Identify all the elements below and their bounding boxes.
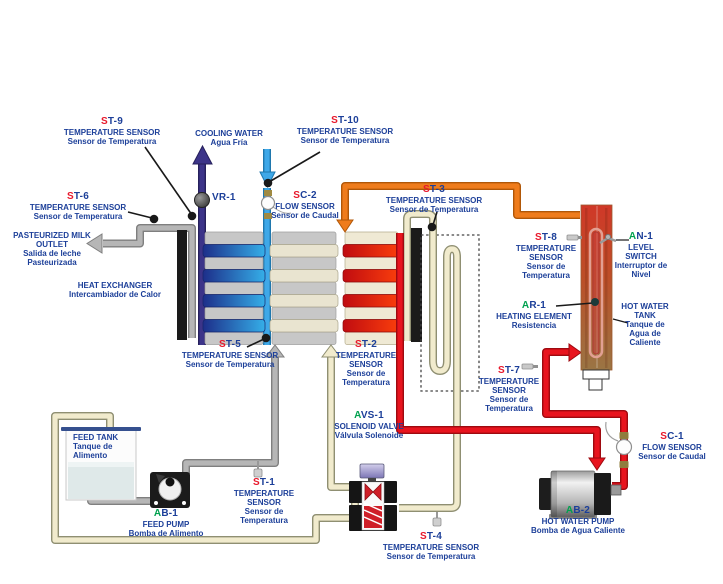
temperature-probe-st4-icon — [432, 512, 442, 527]
heat-exchanger-cooling-section — [202, 231, 266, 345]
temperature-probe-st8-icon — [566, 234, 582, 241]
st5-sensor-dot — [261, 333, 271, 343]
heating-element-graphic — [588, 227, 604, 359]
milk-outlet-arrow — [86, 233, 103, 254]
hot-water-pipe — [396, 233, 628, 490]
callouts — [127, 146, 629, 348]
feed-tank-graphic — [61, 427, 141, 501]
exchanger-end-plates — [177, 228, 422, 342]
st10-sensor-dot — [263, 178, 273, 188]
hot-water-pump-graphic — [539, 470, 622, 519]
level-switch-an1-icon — [599, 234, 617, 245]
heat-exchanger-regeneration-section — [269, 231, 339, 345]
heat-exchanger-heating-section — [342, 231, 401, 345]
temperature-probe-st7-icon — [521, 363, 538, 370]
cooling-water-outlet-pipe — [192, 144, 213, 345]
feed-pump-graphic — [150, 472, 190, 508]
st9-sensor-dot — [187, 211, 197, 221]
hot-supply-arrow — [336, 219, 354, 233]
sensor-dots — [149, 178, 599, 343]
solenoid-valve-graphic — [349, 463, 397, 531]
flow-sensor-sc1-icon — [605, 421, 633, 468]
hot-water-supply-pipe — [336, 182, 580, 233]
holding-tube-serpentine — [399, 210, 461, 512]
cold-water-inlet-pipe — [259, 149, 276, 345]
tank-inlet-arrow — [568, 343, 582, 362]
pump-inlet-arrow — [588, 457, 606, 471]
hot-water-tank-graphic — [580, 204, 613, 391]
ar1-element-dot — [591, 298, 599, 306]
flow-sensor-sc2-icon — [260, 190, 292, 219]
st3-sensor-dot — [427, 222, 437, 232]
pasteurized-milk-pipe — [86, 224, 196, 338]
regulation-valve-vr1-icon — [194, 192, 210, 208]
cooling-out-arrow — [192, 144, 213, 165]
temperature-probe-st1-icon — [253, 461, 263, 478]
st6-sensor-dot — [149, 214, 159, 224]
